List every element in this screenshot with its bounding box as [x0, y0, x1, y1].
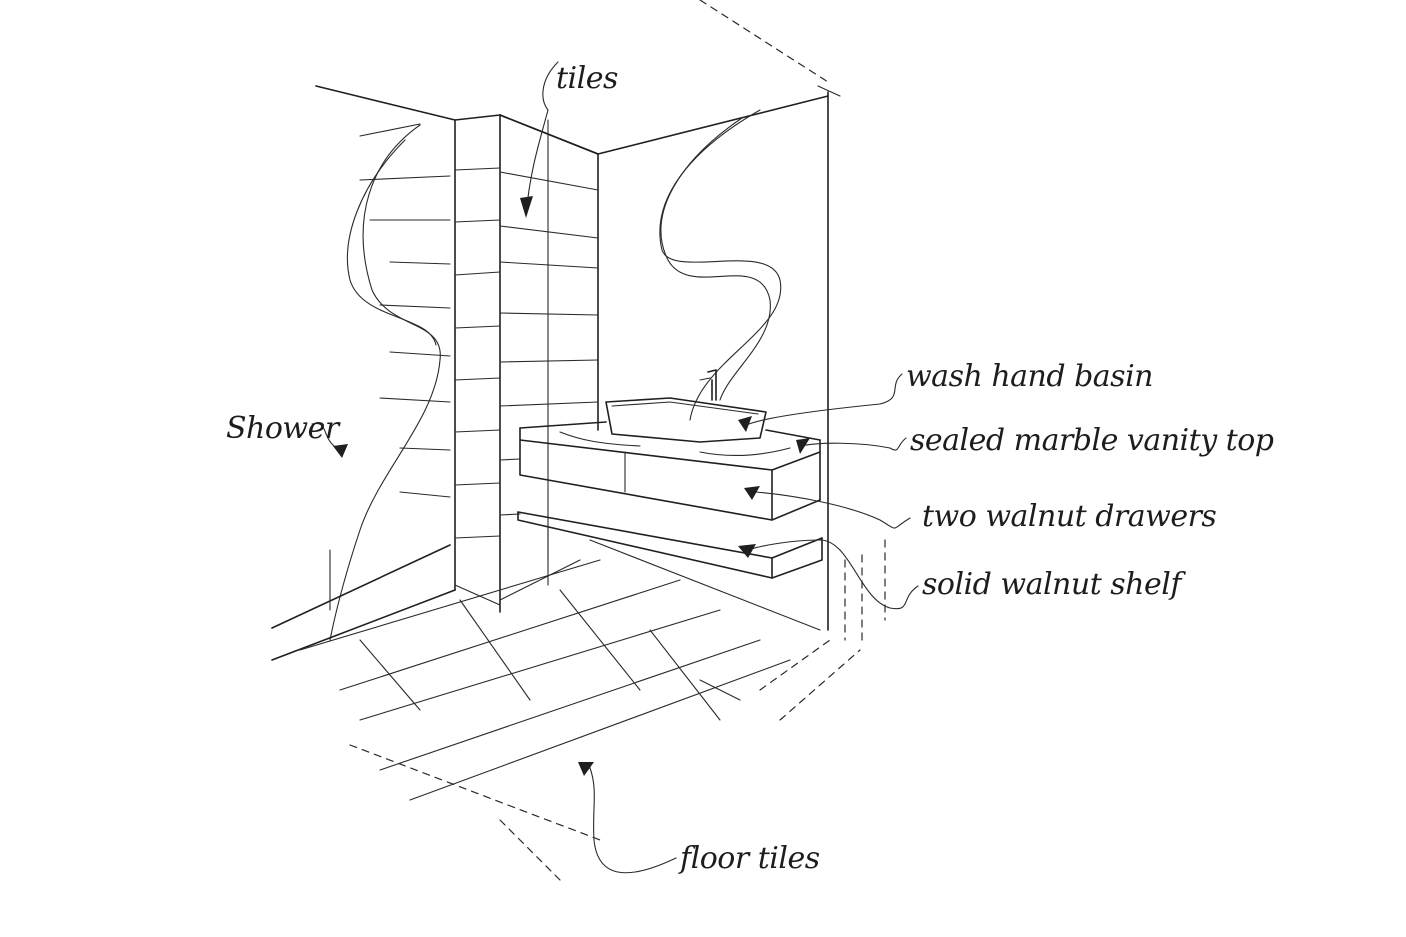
label-tiles: tiles [556, 61, 618, 96]
shower-area [271, 123, 456, 661]
tiled-wall [454, 114, 599, 613]
walnut-shelf [517, 499, 823, 631]
label-floor-tiles: floor tiles [678, 841, 820, 876]
label-wash-hand-basin: wash hand basin [906, 359, 1153, 394]
label-shower: Shower [226, 411, 341, 446]
marble-wall-vein [659, 109, 782, 421]
label-vanity-top: sealed marble vanity top [910, 423, 1274, 458]
label-drawers: two walnut drawers [922, 499, 1216, 534]
floor-tiles [299, 539, 886, 881]
wash-hand-basin [605, 369, 767, 443]
vanity-unit [519, 421, 821, 521]
annotation-leaders [311, 61, 919, 874]
label-shelf: solid walnut shelf [922, 567, 1186, 602]
